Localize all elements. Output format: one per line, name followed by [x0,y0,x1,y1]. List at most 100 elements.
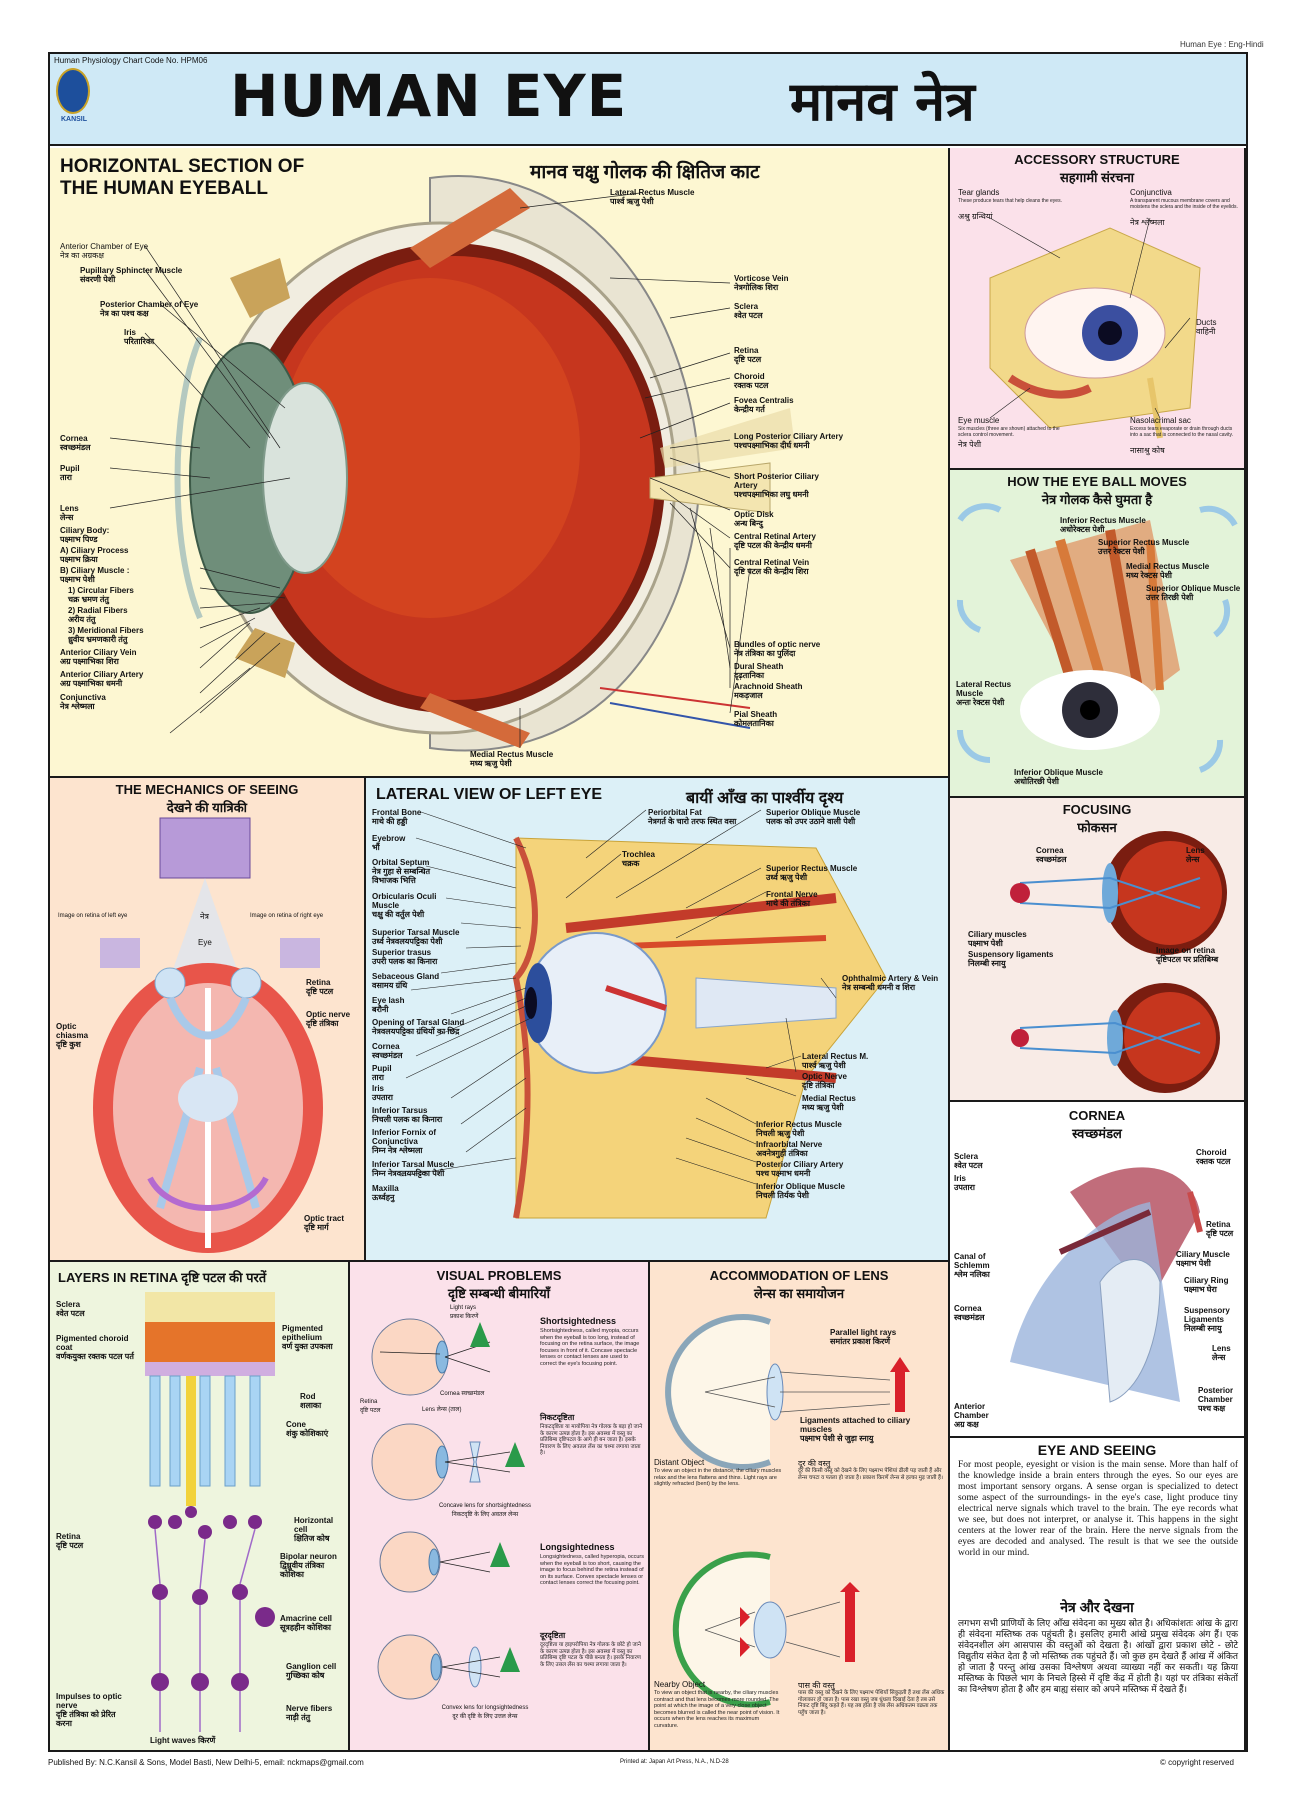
mechanics-title-hindi: देखने की यात्रिकी [166,800,248,815]
shortsightedness-hindi-text: निकटदृष्टिता या मायोपिया नेत्र गोलक के ब… [540,1424,643,1456]
tear-glands-desc: These produce tears that help cleans the… [958,198,1062,204]
longsightedness-text: Longsightedness, called hyperopia, occur… [540,1554,644,1586]
top-note: Human Eye : Eng-Hindi [1180,40,1264,49]
accommodation-illustration [665,1314,910,1708]
cornea-title-hindi: स्वच्छमंडल [1072,1126,1122,1141]
accessory-title: ACCESSORY STRUCTURE [1014,152,1180,167]
horizontal-title-hindi: मानव चक्षु गोलक की क्षितिज काट [530,162,760,183]
distant-object-hindi-title: दूर की वस्तु [798,1459,831,1468]
cornea-title: CORNEA [1068,1108,1126,1123]
label-left-retina-image: Image on retina of left eye [58,913,128,919]
focusing-illustration [1010,831,1227,1093]
main-title: HUMAN EYE [230,62,628,130]
conjunctiva-desc: A transparent mucous membrane covers and… [1130,198,1238,210]
distant-object-hindi-text: दूर की किसी वस्तु को देखने के लिए पक्ष्म… [798,1468,943,1481]
brain-visual-pathway-illustration [93,817,323,1253]
accommodation-title: ACCOMMODATION OF LENS [709,1268,889,1283]
shortsightedness-title: Shortsightedness [540,1316,617,1326]
label-ciliary-muscle: B) Ciliary Muscle :पक्ष्माभ पेशी [60,566,130,584]
horizontal-title-2: THE HUMAN EYEBALL [60,178,268,199]
horizontal-title-1: HORIZONTAL SECTION OF [60,156,305,177]
visual-title: VISUAL PROBLEMS [436,1268,562,1283]
visual-problems-illustration [371,1318,525,1700]
label-light-waves: Light waves किरणें [150,1736,216,1745]
nearby-object-text: To view an object that is nearby, the ci… [654,1690,780,1729]
eyeball-section-illustration [109,175,795,752]
lateral-view-panel: LATERAL VIEW OF LEFT EYE बायीं आँख का पा… [366,778,950,1262]
shortsightedness-hindi-title: निकटदृष्टिता [540,1413,575,1422]
longsightedness-title: Longsightedness [540,1542,615,1552]
label-nasolacrimal: Nasolacrimal sac [1130,416,1191,425]
lateral-eye-illustration [400,809,887,1219]
eye-muscle-hindi: नेत्र पेशी [958,440,982,449]
poster-frame: Human Physiology Chart Code No. HPM06 KA… [48,52,1248,1752]
mechanics-title: THE MECHANICS OF SEEING [115,782,299,797]
lateral-title: LATERAL VIEW OF LEFT EYE [376,786,603,803]
copyright-line: © copyright reserved [1160,1758,1234,1767]
logo-text: KANSIL [60,116,88,123]
